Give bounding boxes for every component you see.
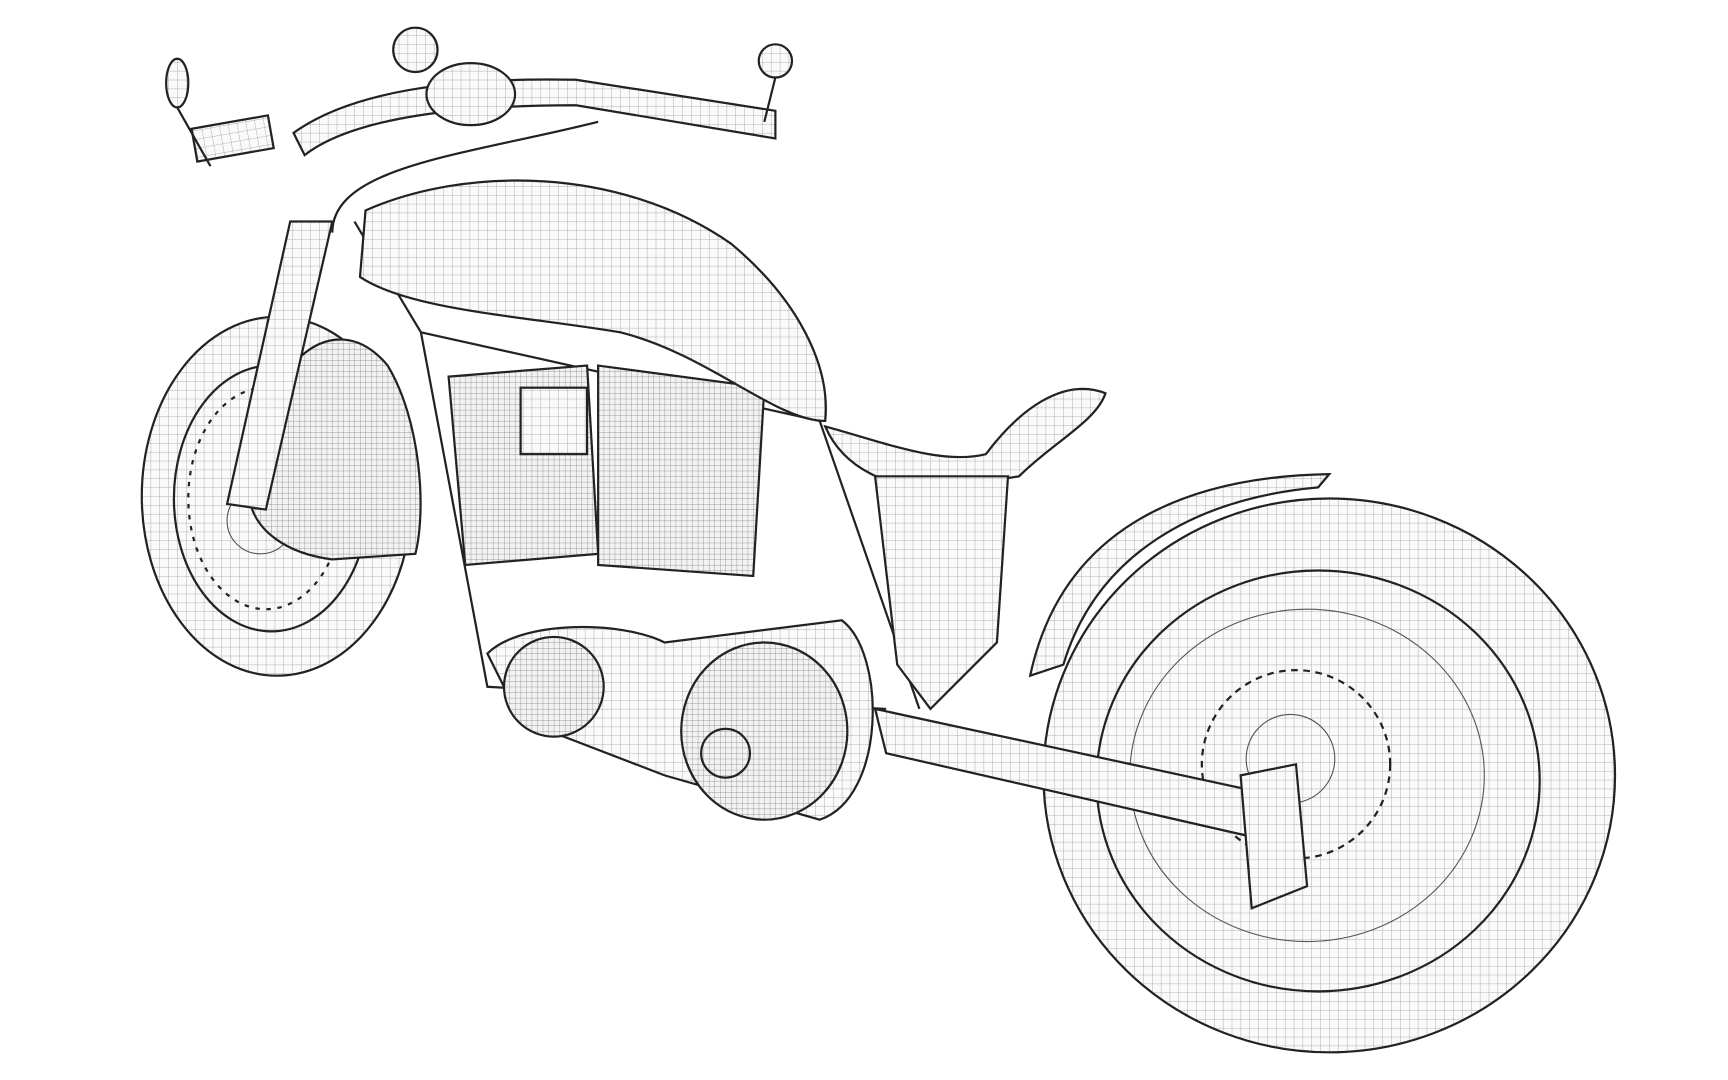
- seat-support: [873, 475, 1010, 711]
- engine: [447, 364, 874, 821]
- rear-axle-plate: [1239, 762, 1309, 910]
- fuel-tank: [358, 179, 827, 423]
- front-fork: [225, 220, 334, 511]
- handlebar: [165, 26, 794, 233]
- seat: [823, 387, 1107, 490]
- rear-fender: [1028, 472, 1332, 678]
